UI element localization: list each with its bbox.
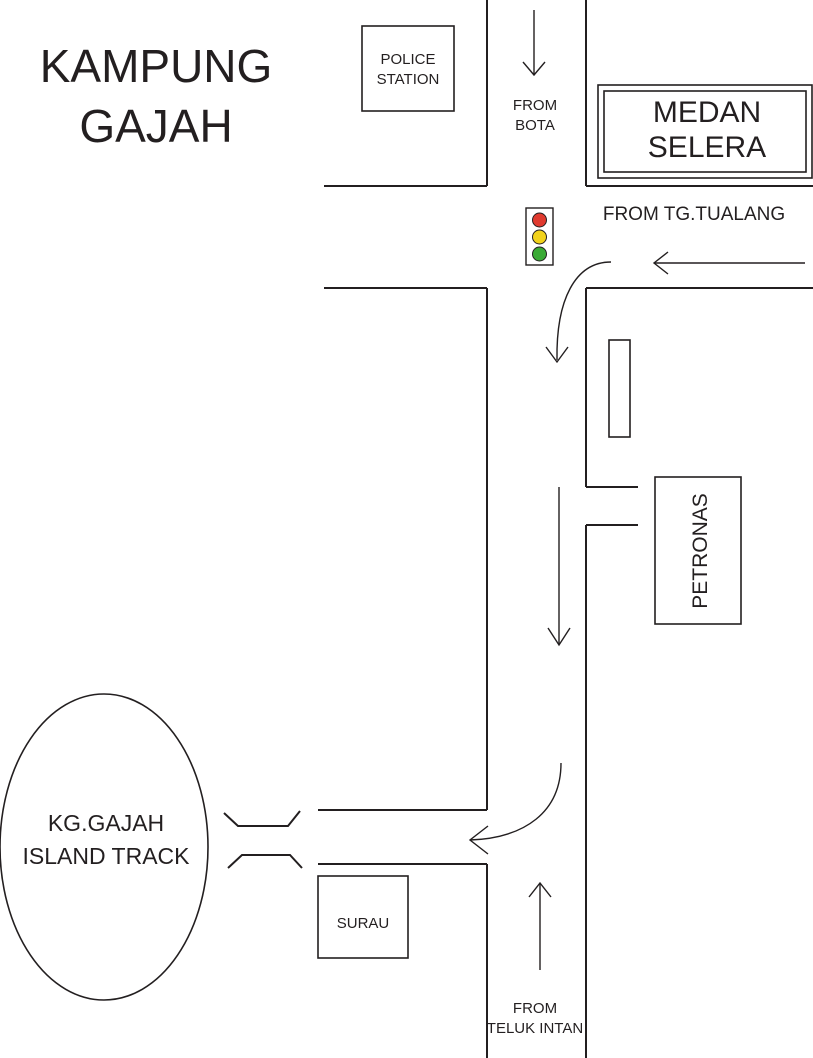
medan-selera-box-inner bbox=[603, 90, 807, 173]
from-teluk-intan-label-line1: FROM bbox=[513, 1000, 557, 1017]
curved-arrow-icon bbox=[545, 261, 612, 364]
traffic-light-yellow bbox=[532, 229, 547, 245]
arrow-down-icon bbox=[522, 10, 546, 77]
arrow-left-icon bbox=[652, 251, 805, 275]
curved-arrow-icon bbox=[468, 762, 562, 855]
from-bota-label-line2: BOTA bbox=[515, 117, 555, 134]
island-track-area bbox=[0, 693, 209, 1001]
road-network bbox=[223, 0, 813, 1058]
surau-box bbox=[317, 875, 409, 959]
island-track-label-line1: KG.GAJAH bbox=[48, 810, 164, 836]
from-bota-label-line1: FROM bbox=[513, 97, 557, 114]
island-track-label-line2: ISLAND TRACK bbox=[22, 843, 190, 869]
medan-selera-label-line2: SELERA bbox=[648, 131, 766, 164]
bridge-upper bbox=[223, 810, 301, 827]
from-tg-tualang-label: FROM TG.TUALANG bbox=[603, 204, 785, 225]
petronas-box bbox=[654, 476, 742, 625]
traffic-light-red bbox=[532, 212, 547, 228]
map-title-line1: KAMPUNG bbox=[40, 40, 273, 92]
petronas-label: PETRONAS bbox=[689, 493, 712, 609]
bridge-lower bbox=[227, 854, 303, 869]
from-teluk-intan-label-line2: TELUK INTAN bbox=[487, 1020, 583, 1037]
arrow-down-icon bbox=[547, 487, 571, 647]
road-divider bbox=[608, 339, 631, 438]
traffic-light-icon bbox=[525, 207, 554, 266]
map-title-line2: GAJAH bbox=[79, 100, 232, 152]
traffic-light-green bbox=[532, 246, 547, 262]
arrow-up-icon bbox=[528, 881, 552, 970]
police-station-label-line2: STATION bbox=[377, 71, 440, 88]
police-station-box bbox=[361, 25, 455, 112]
surau-label: SURAU bbox=[337, 915, 390, 932]
medan-selera-label-line1: MEDAN bbox=[653, 96, 761, 129]
police-station-label-line1: POLICE bbox=[380, 51, 435, 68]
